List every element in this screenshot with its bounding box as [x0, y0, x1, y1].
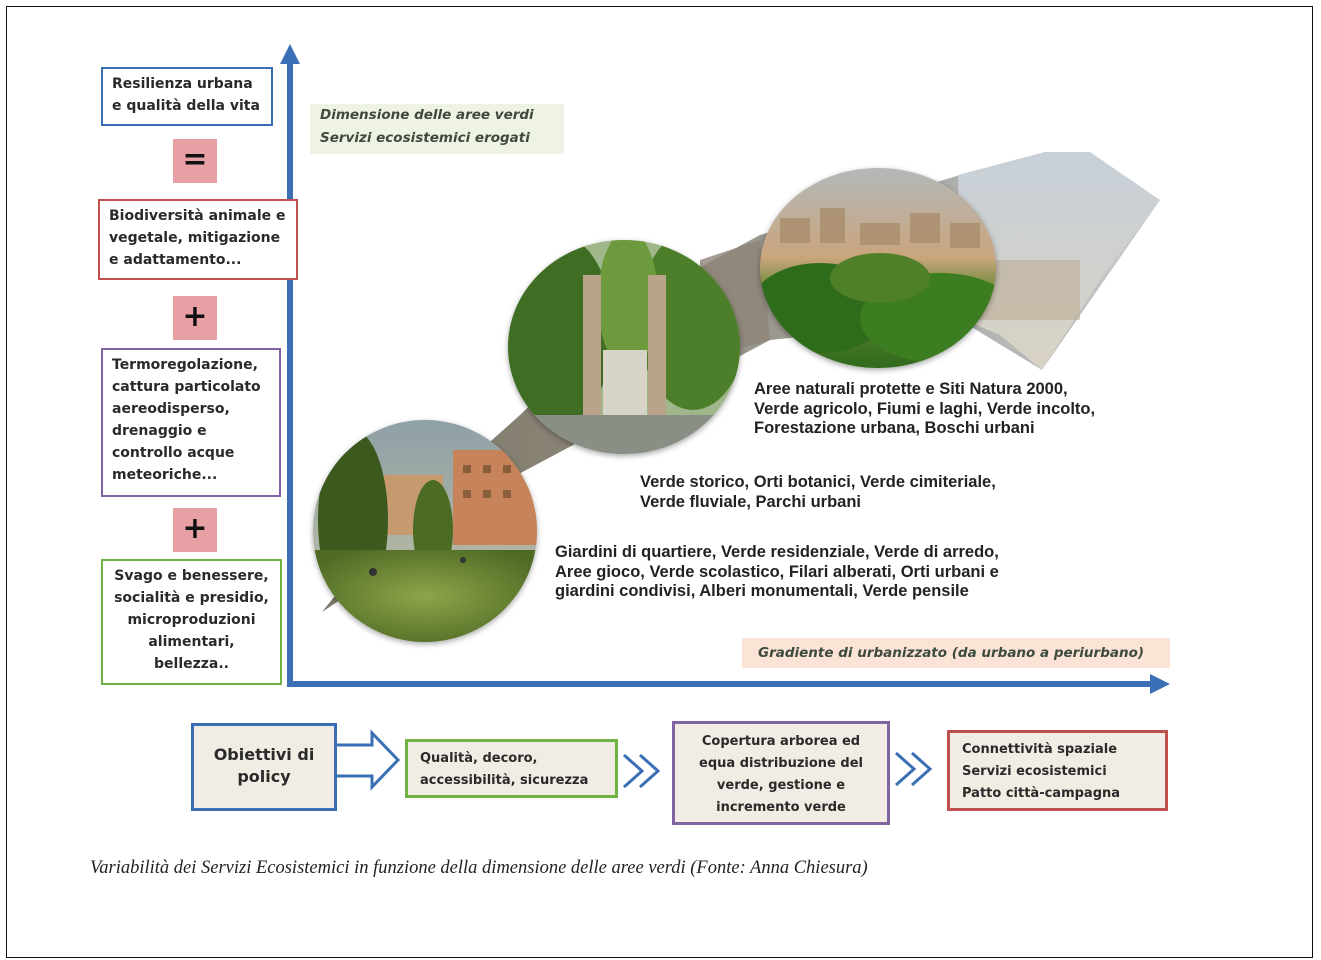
medium-green-areas-text: Verde storico, Orti botanici, Verde cimi…: [640, 473, 996, 512]
photo-neighbourhood-garden: [313, 420, 537, 642]
plus-symbol: +: [173, 296, 217, 340]
y-axis-label-line2: Servizi ecosistemici erogati: [320, 130, 530, 146]
policy-step-tree-cover: Copertura arborea ed equa distribuzione …: [672, 721, 890, 825]
figure-caption: Variabilità dei Servizi Ecosistemici in …: [90, 858, 868, 878]
policy-line: Servizi ecosistemici: [962, 764, 1107, 779]
x-axis-arrowhead: [1150, 674, 1170, 694]
small-green-areas-text: Giardini di quartiere, Verde residenzial…: [555, 543, 999, 602]
x-axis-label: Gradiente di urbanizzato (da urbano a pe…: [742, 638, 1170, 668]
chevron-icon: [623, 753, 661, 789]
chevron-icon: [895, 751, 933, 787]
photo-historic-garden: [508, 240, 740, 454]
policy-arrow-icon: [333, 729, 401, 791]
leisure-box: Svago e benessere, socialità e presidio,…: [101, 559, 282, 685]
category-line: Verde storico, Orti botanici, Verde cimi…: [640, 473, 996, 491]
resilience-box: Resilienza urbana e qualità della vita: [101, 67, 273, 126]
thermoregulation-box: Termoregolazione, cattura particolato ae…: [101, 348, 281, 497]
plus-symbol: +: [173, 508, 217, 552]
category-line: Aree gioco, Verde scolastico, Filari alb…: [555, 562, 999, 581]
policy-line: Connettività spaziale: [962, 742, 1118, 757]
biodiversity-box: Biodiversità animale e vegetale, mitigaz…: [98, 199, 298, 280]
category-line: Giardini di quartiere, Verde residenzial…: [555, 543, 999, 561]
figure-frame: [6, 6, 1313, 958]
photo-natural-area: [760, 168, 996, 368]
category-line: Verde agricolo, Fiumi e laghi, Verde inc…: [754, 399, 1096, 418]
category-line: Aree naturali protette e Siti Natura 200…: [754, 380, 1068, 398]
policy-step-quality: Qualità, decoro, accessibilità, sicurezz…: [405, 739, 618, 798]
large-green-areas-text: Aree naturali protette e Siti Natura 200…: [754, 380, 1095, 439]
y-axis-label-line1: Dimensione delle aree verdi: [320, 107, 534, 123]
equals-symbol: =: [173, 139, 217, 183]
policy-step-connectivity: Connettività spaziale Servizi ecosistemi…: [947, 730, 1168, 811]
y-axis-arrowhead: [280, 44, 300, 64]
policy-line: Patto città-campagna: [962, 786, 1121, 801]
policy-objectives-box: Obiettivi di policy: [191, 723, 337, 811]
category-line: giardini condivisi, Alberi monumentali, …: [555, 582, 969, 600]
category-line: Forestazione urbana, Boschi urbani: [754, 419, 1035, 437]
category-line: Verde fluviale, Parchi urbani: [640, 492, 862, 511]
y-axis-label: Dimensione delle aree verdi Servizi ecos…: [310, 104, 564, 154]
